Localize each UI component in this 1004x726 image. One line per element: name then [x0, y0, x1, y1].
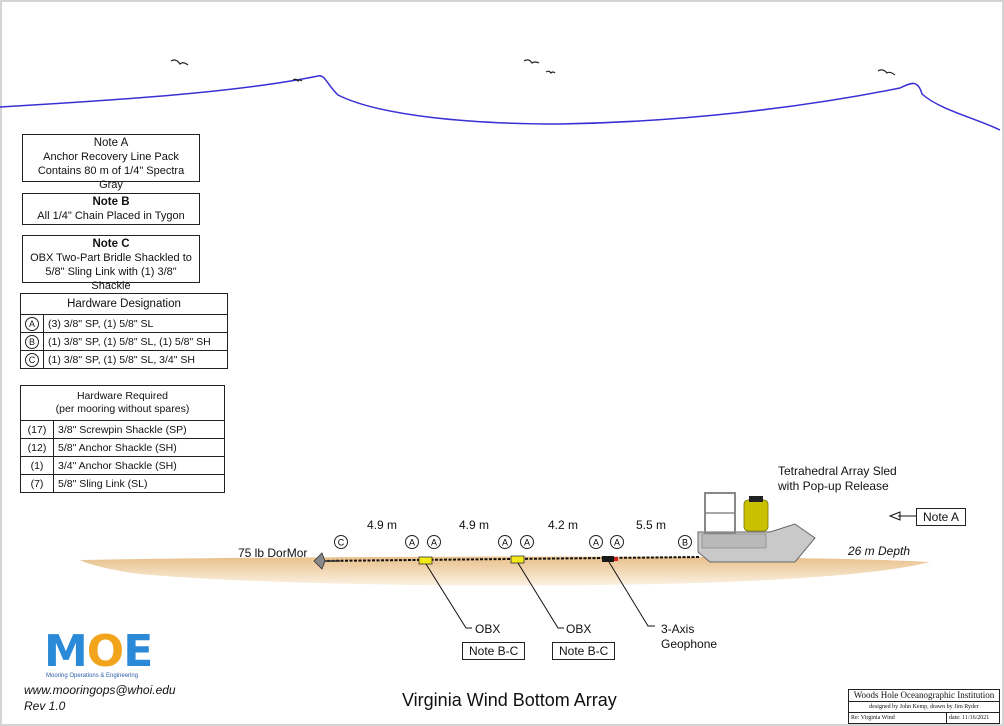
revision-label: Rev 1.0 [24, 699, 66, 713]
svg-text:C: C [338, 538, 345, 548]
svg-text:A: A [593, 538, 599, 548]
obx-2-leader [517, 562, 564, 629]
geophone-label-line-1: 3-Axis [661, 622, 695, 636]
spacing-label-4: 5.5 m [636, 518, 667, 532]
svg-text:B: B [682, 538, 688, 548]
svg-text:A: A [502, 538, 508, 548]
hardware-key-b: B [25, 334, 39, 349]
contact-email: www.mooringops@whoi.edu [24, 683, 176, 697]
moe-logo-subtitle: Mooring Operations & Engineering [46, 673, 139, 679]
hardware-designation-table: Hardware Designation A (3) 3/8" SP, (1) … [20, 293, 228, 369]
anchor-label: 75 lb DorMor [238, 546, 308, 560]
note-a-arrow [888, 511, 916, 521]
geophone-label-line-2: Geophone [661, 637, 718, 651]
hw-qty-3: (1) [20, 456, 54, 475]
seagull-icon [170, 59, 896, 82]
moe-logo: MOE [44, 626, 153, 677]
note-c: Note C OBX Two-Part Bridle Shackled to 5… [22, 235, 200, 292]
hardware-marker-a: A [498, 535, 512, 549]
hardware-required-table: Hardware Required (per mooring without s… [20, 385, 225, 493]
title-block: Woods Hole Oceanographic Institution des… [848, 689, 1000, 724]
hardware-marker-b: B [678, 535, 692, 549]
note-a-tag: Note A [916, 508, 967, 526]
hardware-required-subtitle: (per mooring without spares) [55, 403, 190, 415]
table-row: (17)3/8" Screwpin Shackle (SP) [20, 420, 225, 439]
title-block-designer: designed by John Kemp, drawn by Jim Ryde… [849, 702, 999, 713]
hardware-key-a: A [25, 316, 39, 331]
geophone-marker [614, 557, 618, 561]
note-bc-tag-2: Note B-C [552, 642, 616, 660]
spacing-label-1: 4.9 m [367, 518, 398, 532]
svg-text:A: A [409, 538, 415, 548]
hardware-key-c: C [25, 352, 39, 367]
hw-item-2: 5/8" Anchor Shackle (SH) [53, 438, 225, 457]
hardware-designation-title: Hardware Designation [20, 293, 228, 315]
seabed [80, 556, 930, 586]
obx-1-icon [418, 556, 433, 565]
title-block-date: date: 11/16/2021 [949, 715, 990, 721]
sea-surface-line [0, 75, 1001, 131]
table-row: B (1) 3/8" SP, (1) 5/8" SL, (1) 5/8" SH [20, 332, 228, 351]
table-row: (12)5/8" Anchor Shackle (SH) [20, 438, 225, 457]
hw-qty-4: (7) [20, 474, 54, 493]
geophone-icon [602, 556, 614, 562]
note-b: Note B All 1/4" Chain Placed in Tygon [22, 193, 200, 225]
note-a-title: Note A [93, 137, 129, 149]
anchor-icon [313, 552, 340, 570]
table-row: (7)5/8" Sling Link (SL) [20, 474, 225, 493]
table-row: A (3) 3/8" SP, (1) 5/8" SL [20, 314, 228, 333]
hw-item-4: 5/8" Sling Link (SL) [53, 474, 225, 493]
hardware-marker-a: A [520, 535, 534, 549]
note-b-title: Note B [92, 196, 130, 208]
hardware-marker-a: A [589, 535, 603, 549]
depth-label: 26 m Depth [848, 544, 911, 558]
note-c-line-2: 5/8" Sling Link with (1) 3/8" Shackle [45, 266, 177, 292]
hardware-required-title: Hardware Required [76, 390, 169, 402]
obx-1-label: OBX [475, 622, 501, 636]
spacing-label-3: 4.2 m [548, 518, 579, 532]
table-row: (1)3/4" Anchor Shackle (SH) [20, 456, 225, 475]
hw-qty-1: (17) [20, 420, 54, 439]
title-block-org: Woods Hole Oceanographic Institution [849, 690, 999, 702]
hw-qty-2: (12) [20, 438, 54, 457]
title-block-re: Re: Virginia Wind [849, 713, 947, 723]
hardware-desc-c: (1) 3/8" SP, (1) 5/8" SL, 3/4" SH [43, 350, 228, 369]
note-b-line-1: All 1/4" Chain Placed in Tygon [37, 210, 185, 222]
hardware-desc-b: (1) 3/8" SP, (1) 5/8" SL, (1) 5/8" SH [43, 332, 228, 351]
note-c-line-1: OBX Two-Part Bridle Shackled to [30, 252, 192, 264]
obx-1-leader [425, 563, 472, 629]
svg-text:A: A [431, 538, 437, 548]
mooring-line [317, 556, 701, 562]
hw-item-1: 3/8" Screwpin Shackle (SP) [53, 420, 225, 439]
sled-label-line-1: Tetrahedral Array Sled [778, 464, 897, 478]
svg-text:A: A [614, 538, 620, 548]
note-c-title: Note C [92, 238, 130, 250]
drawing-title: Virginia Wind Bottom Array [402, 690, 617, 710]
note-a: Note A Anchor Recovery Line Pack Contain… [22, 134, 200, 191]
svg-text:A: A [524, 538, 530, 548]
hardware-marker-a: A [427, 535, 441, 549]
obx-2-icon [510, 555, 525, 564]
table-row: C (1) 3/8" SP, (1) 5/8" SL, 3/4" SH [20, 350, 228, 369]
hardware-marker-a: A [610, 535, 624, 549]
note-a-line-1: Anchor Recovery Line Pack [43, 151, 179, 163]
note-bc-tag-1: Note B-C [462, 642, 526, 660]
sled-label-line-2: with Pop-up Release [778, 479, 889, 493]
hw-item-3: 3/4" Anchor Shackle (SH) [53, 456, 225, 475]
obx-2-label: OBX [566, 622, 592, 636]
hardware-marker-a: A [405, 535, 419, 549]
hardware-desc-a: (3) 3/8" SP, (1) 5/8" SL [43, 314, 228, 333]
hardware-marker-c: C [334, 535, 348, 549]
geophone-leader [608, 561, 655, 627]
sled-icon [697, 492, 816, 563]
spacing-label-2: 4.9 m [459, 518, 490, 532]
note-a-line-2: Contains 80 m of 1/4" Spectra Gray [37, 165, 185, 191]
